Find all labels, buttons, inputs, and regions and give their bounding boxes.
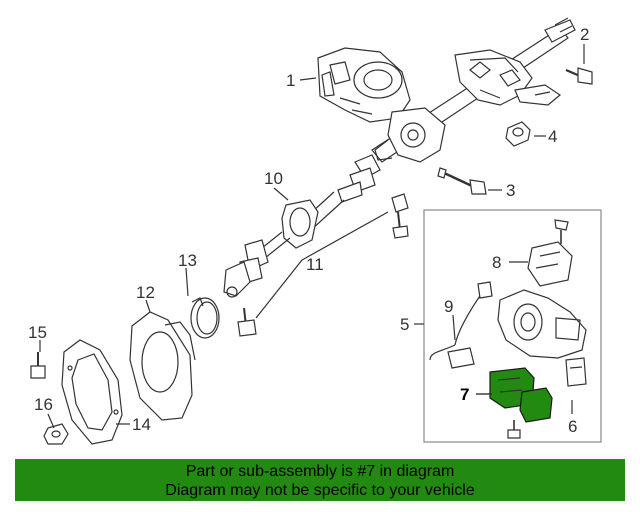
highlighted-part-7 xyxy=(489,367,553,423)
callout-4: 4 xyxy=(548,127,557,146)
callout-3: 3 xyxy=(506,181,515,200)
callout-5: 5 xyxy=(400,315,409,334)
intermediate-shaft xyxy=(223,154,381,298)
seal-14 xyxy=(61,339,123,445)
nut-16 xyxy=(43,423,69,445)
part-6 xyxy=(565,357,587,387)
callout-16: 16 xyxy=(34,395,53,414)
nut-4 xyxy=(505,121,531,147)
screw-lower xyxy=(507,420,521,439)
callout-12: 12 xyxy=(136,283,155,302)
callout-labels: 1 2 3 4 5 6 7 8 9 10 11 12 13 14 15 16 xyxy=(28,25,589,436)
bolt-11-lower xyxy=(237,307,257,337)
callout-15: 15 xyxy=(28,323,47,342)
callout-7: 7 xyxy=(460,385,469,404)
callout-9: 9 xyxy=(444,297,453,316)
banner-line-1: Part or sub-assembly is #7 in diagram xyxy=(185,463,455,480)
lock-housing xyxy=(497,289,587,359)
callout-13: 13 xyxy=(178,251,197,270)
info-banner: Part or sub-assembly is #7 in diagram Di… xyxy=(15,459,625,501)
part-8 xyxy=(527,219,573,287)
callout-11: 11 xyxy=(306,255,324,274)
leader-lines xyxy=(39,44,585,429)
bolt-15 xyxy=(30,352,46,379)
bolt-2 xyxy=(565,67,593,85)
callout-6: 6 xyxy=(568,417,577,436)
callout-14: 14 xyxy=(132,415,151,434)
callout-2: 2 xyxy=(580,25,589,44)
power-steering-motor xyxy=(317,47,446,163)
callout-1: 1 xyxy=(286,71,295,90)
wire-harness xyxy=(429,281,493,369)
sub-assembly-box xyxy=(423,209,602,443)
callout-10: 10 xyxy=(264,169,283,188)
callout-8: 8 xyxy=(492,253,501,272)
bolt-11-upper xyxy=(391,193,409,239)
clamp xyxy=(190,297,220,339)
column-boot xyxy=(129,311,196,421)
leader-11 xyxy=(255,211,389,319)
bolt-3 xyxy=(437,167,487,195)
banner-line-2: Diagram may not be specific to your vehi… xyxy=(165,482,475,499)
